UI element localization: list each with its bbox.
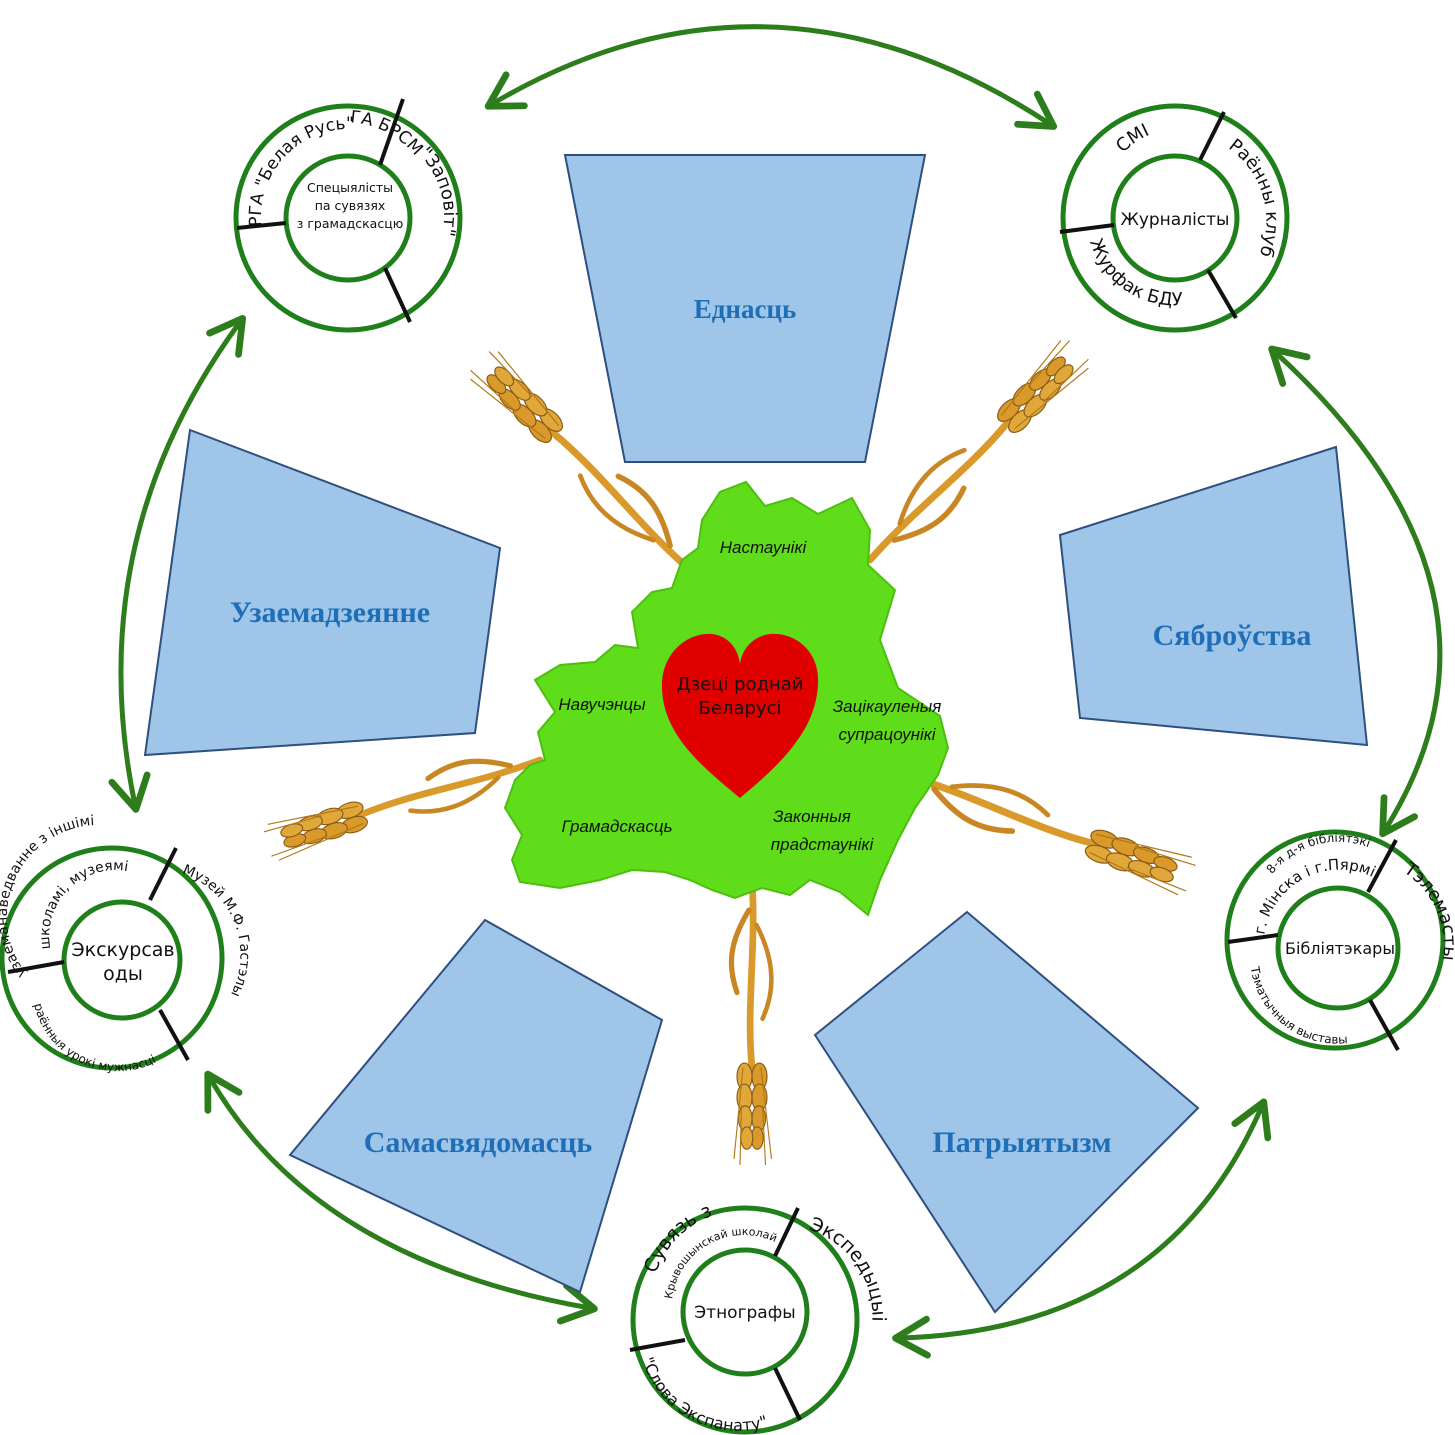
node-librarians-title: Бібліятэкары (1285, 939, 1395, 958)
belarus-map: Дзеці роднай Беларусі Настаунікі Навучэн… (503, 480, 950, 917)
label-community: Грамадскасць (561, 817, 672, 836)
panel-interaction: Узаемадзеянне (143, 428, 502, 757)
node-guides-title-1: Экскурсав (71, 939, 174, 961)
heart-text-line-2: Беларусі (699, 698, 782, 719)
panel-friendship-label: Сяброўства (1153, 619, 1312, 652)
heart-icon (661, 633, 819, 798)
node-librarians: 8-я д-я бібліятэкі г. Мінска і г.Пярмі Т… (1224, 829, 1455, 1051)
node-specialists: РГА "Белая Русь" "Заповіт" ГА БРСМ Спецы… (233, 98, 463, 333)
label-parents-line-2: прадстаунікі (771, 835, 875, 854)
cycle-arrows (108, 24, 1443, 1359)
arrow-journalists-librarians (1268, 345, 1443, 838)
node-journalists: СМІ Раённы клуб Журфак БДУ Журналісты (1059, 103, 1290, 333)
label-partners-line-1: Зацікауленыя (833, 697, 942, 716)
label-teachers: Настаунікі (720, 538, 808, 557)
panel-self-awareness-label: Самасвядомасць (364, 1126, 593, 1159)
node-journalists-title: Журналісты (1121, 210, 1230, 230)
node-ethnographers: Сувязь з Крывошынскай школай Экспедыцыі … (629, 1200, 890, 1435)
label-students: Навучэнцы (558, 695, 646, 714)
arrow-ethnographers-guides (204, 1070, 598, 1325)
wheat-ear-icon (856, 336, 1095, 575)
node-guides: узаеманаведванне з іншімі школамі, музея… (0, 813, 252, 1074)
node-specialists-title-1: Спецыялісты (307, 180, 393, 195)
node-ethnographers-title: Этнографы (694, 1303, 795, 1323)
arrow-librarians-ethnographers (892, 1098, 1272, 1359)
wheat-ear-icon (897, 755, 1197, 899)
node-specialists-title-3: з грамадскасцю (297, 216, 404, 231)
heart-text-line-1: Дзеці роднай (676, 674, 803, 695)
node-specialists-title-2: па сувязях (315, 198, 386, 213)
panel-patriotism-label: Патрыятызм (932, 1126, 1111, 1159)
panel-interaction-label: Узаемадзеянне (230, 596, 430, 629)
arrow-guides-specialists (108, 314, 247, 813)
panel-patriotism: Патрыятызм (813, 910, 1200, 1314)
label-partners-line-2: супрацоунікі (838, 725, 936, 744)
node-guides-title-2: оды (103, 963, 143, 985)
wheat-ear-icon (261, 740, 545, 862)
panel-unity: Еднасць (563, 154, 927, 463)
label-parents-line-1: Законныя (773, 807, 851, 826)
arrow-specialists-journalists (484, 24, 1058, 130)
panel-friendship: Сяброўства (1058, 445, 1369, 747)
panel-self-awareness: Самасвядомасць (288, 918, 664, 1294)
wheat-ear-icon (731, 880, 771, 1165)
panel-unity-label: Еднасць (694, 294, 797, 324)
